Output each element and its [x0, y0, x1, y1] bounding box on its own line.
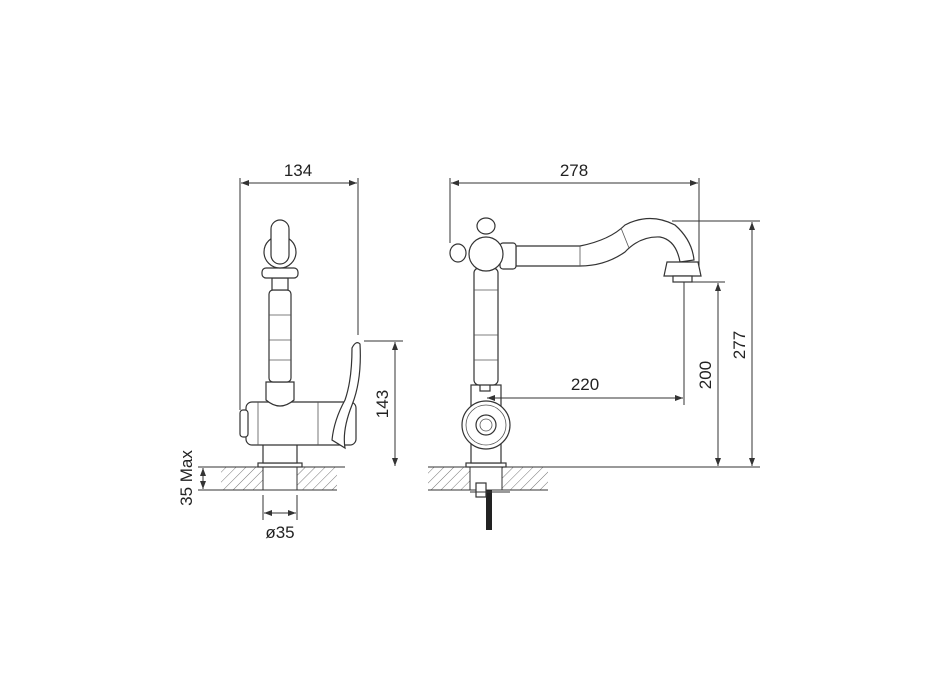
dimension-143: 143 [364, 340, 403, 466]
front-view: 278 220 200 277 [428, 161, 760, 530]
dimension-label-35-max: 35 Max [177, 450, 196, 506]
dimension-label-134: 134 [284, 161, 312, 180]
dimension-200: 200 [690, 281, 725, 466]
dimension-label-220: 220 [571, 375, 599, 394]
dimension-label-278: 278 [560, 161, 588, 180]
dimension-220: 220 [487, 282, 685, 405]
dimension-label-200: 200 [696, 361, 715, 389]
dimension-diameter-35: ø35 [262, 495, 298, 542]
faucet-front-outline [449, 217, 702, 530]
dimension-35-max: 35 Max [177, 450, 221, 506]
dimension-277: 277 [672, 220, 760, 466]
dimension-278: 278 [449, 161, 700, 266]
dimension-label-diameter-35: ø35 [265, 523, 294, 542]
dimension-label-143: 143 [373, 390, 392, 418]
faucet-side-outline [239, 219, 361, 468]
side-view: 134 143 35 Max ø35 [177, 161, 403, 542]
dimension-label-277: 277 [730, 331, 749, 359]
countertop-section [221, 466, 345, 491]
dimension-134: 134 [239, 161, 359, 410]
